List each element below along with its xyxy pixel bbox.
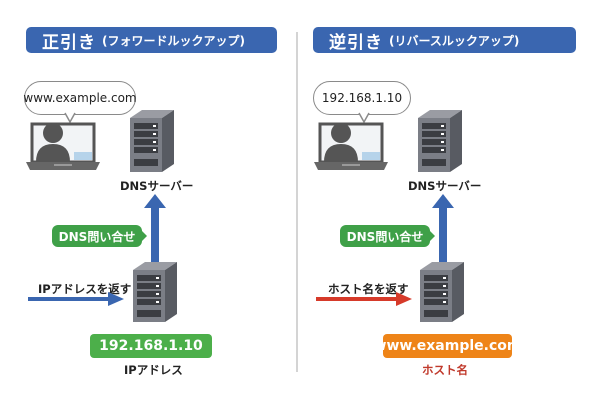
local-server-icon: [420, 262, 464, 322]
reverse-lookup-title-bar: 逆引き (リバースルックアップ): [313, 27, 576, 53]
dns-server-icon: [418, 110, 462, 172]
result-caption: IPアドレス: [124, 363, 183, 377]
dns-server-icon: [130, 110, 174, 172]
forward-lookup-subtitle: (フォワードルックアップ): [102, 33, 245, 48]
speech-bubble-tail-icon: [358, 112, 370, 124]
dns-query-tag-text: DNS問い合せ: [346, 229, 424, 244]
panel-divider: [296, 32, 298, 372]
dns-query-tag-text: DNS問い合せ: [58, 229, 136, 244]
dns-query-tag: DNS問い合せ: [52, 225, 142, 247]
laptop-user-icon: [26, 122, 100, 170]
query-arrow-up-icon: [432, 194, 454, 262]
local-server-icon: [133, 262, 177, 322]
dns-query-tag-pointer-icon: [429, 230, 435, 242]
reverse-lookup-title: 逆引き: [329, 32, 383, 53]
return-label: ホスト名を返す: [328, 282, 409, 296]
speech-bubble-text: www.example.com: [23, 91, 137, 105]
result-box: www.example.com: [374, 334, 521, 358]
speech-bubble-tail-icon: [64, 112, 76, 124]
result-value: www.example.com: [373, 338, 522, 354]
dns-server-label: DNSサーバー: [120, 179, 194, 193]
return-label: IPアドレスを返す: [38, 282, 132, 296]
forward-lookup-title-bar: 正引き (フォワードルックアップ): [26, 27, 277, 53]
reverse-lookup-subtitle: (リバースルックアップ): [389, 33, 520, 48]
dns-query-tag-pointer-icon: [141, 230, 147, 242]
dns-server-label: DNSサーバー: [408, 179, 482, 193]
forward-lookup-title: 正引き: [42, 32, 96, 53]
speech-bubble: www.example.com: [23, 81, 137, 115]
result-value: 192.168.1.10: [99, 338, 203, 354]
result-caption: ホスト名: [422, 363, 468, 377]
return-arrow-icon: [28, 292, 124, 306]
speech-bubble-text: 192.168.1.10: [321, 91, 403, 105]
query-arrow-up-icon: [144, 194, 166, 262]
laptop-user-icon: [314, 122, 388, 170]
speech-bubble: 192.168.1.10: [313, 81, 411, 115]
dns-query-tag: DNS問い合せ: [340, 225, 430, 247]
return-arrow-icon: [316, 292, 412, 306]
result-box: 192.168.1.10: [90, 334, 212, 358]
